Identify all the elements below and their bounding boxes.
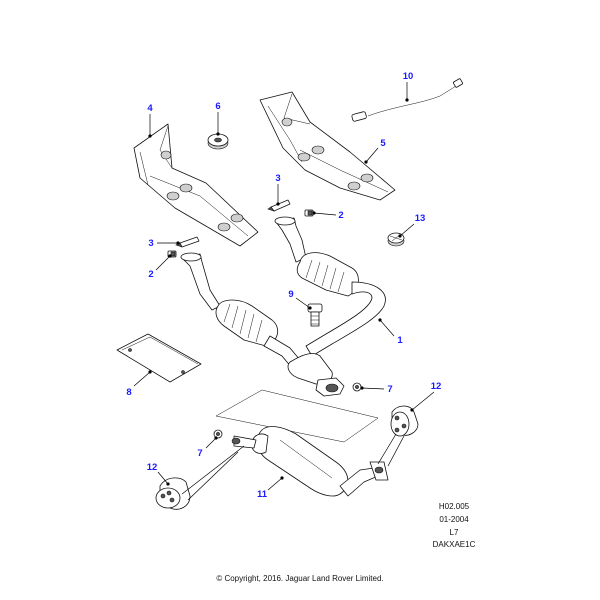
undertray-outline [215,389,379,443]
nut-rear-lower [213,429,223,439]
stud-lower [175,236,200,248]
callout-13: 13 [415,213,426,224]
callout-10: 10 [403,71,414,82]
callout-9: 9 [288,289,293,300]
heat-shield-left [133,123,259,247]
callout-8: 8 [126,387,131,398]
leader-lines [133,82,435,501]
callout-11: 11 [257,489,268,500]
stud-upper [267,199,291,212]
callout-12-left: 12 [147,462,158,473]
nut-rear-upper [352,382,362,392]
rear-muffler [231,426,389,497]
callout-12-right: 12 [431,381,442,392]
bolt [307,303,323,327]
reference-code: H02.005 [438,502,470,511]
callout-5: 5 [380,138,386,149]
heat-plate [116,333,202,383]
heat-shield-right [259,91,396,201]
copyright-notice: © Copyright, 2016. Jaguar Land Rover Lim… [216,574,384,583]
reference-date: 01-2004 [439,515,469,524]
oxygen-sensor [351,78,463,122]
callout-3-lower: 3 [148,238,153,249]
callout-4: 4 [147,103,153,114]
callout-2-upper: 2 [338,210,343,221]
callout-7-upper: 7 [387,384,392,395]
nut-upper [304,209,314,217]
hanger-right [390,405,419,437]
callout-6: 6 [215,101,220,112]
reference-part-ref: DAKXAE1C [432,540,476,549]
callout-2-lower: 2 [148,269,153,280]
reference-level: L7 [449,528,459,537]
callout-labels: 4 6 10 5 3 2 3 2 13 9 1 7 8 12 7 12 11 [126,71,441,500]
hanger-left [155,477,191,510]
callout-1: 1 [397,335,403,346]
callout-3-upper: 3 [275,173,280,184]
callout-7-lower: 7 [197,448,202,459]
front-pipe-assembly [180,216,386,397]
grommet [207,133,229,150]
